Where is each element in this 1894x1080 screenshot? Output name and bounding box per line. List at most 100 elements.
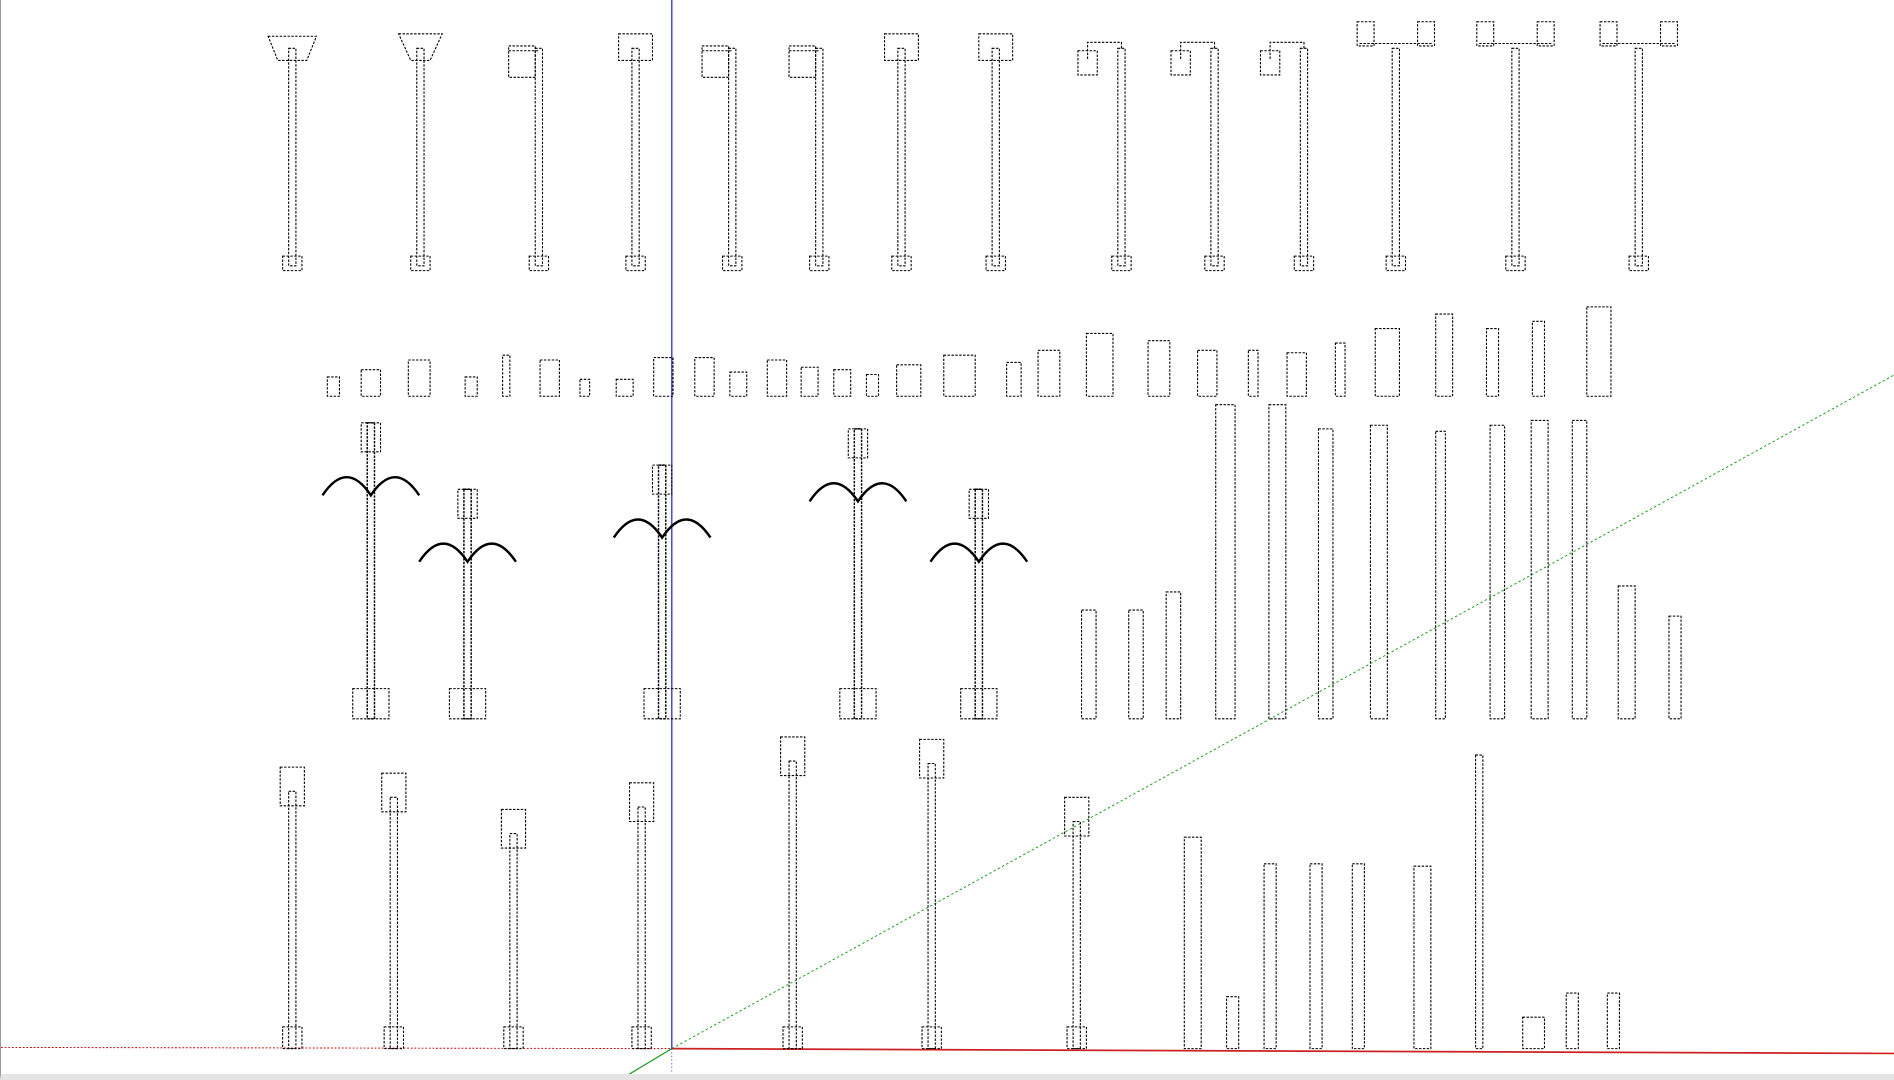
garden-light[interactable] [464, 376, 478, 397]
garden-light[interactable] [896, 364, 922, 397]
light-body [539, 359, 560, 397]
garden-light[interactable] [653, 357, 674, 397]
light-column[interactable] [1215, 404, 1236, 720]
column-body [1317, 428, 1334, 720]
garden-light[interactable] [407, 359, 431, 397]
street-lamp-post[interactable] [279, 766, 305, 1050]
light-column[interactable] [1226, 996, 1240, 1050]
light-column[interactable] [1317, 428, 1334, 720]
lamp-head [500, 808, 527, 849]
light-column[interactable] [1183, 836, 1202, 1050]
light-body [1531, 320, 1546, 397]
garden-light[interactable] [943, 354, 976, 397]
scroll-arm [321, 476, 421, 498]
light-body [1147, 340, 1171, 397]
street-lamp-post[interactable] [1259, 41, 1315, 272]
light-column[interactable] [1617, 585, 1636, 720]
light-column[interactable] [1668, 615, 1682, 720]
garden-light[interactable] [1485, 328, 1500, 397]
street-lamp-post[interactable] [1356, 21, 1436, 272]
street-lamp-post[interactable] [701, 45, 743, 272]
pole [1210, 47, 1219, 267]
lamp-head [1417, 21, 1436, 47]
ornamental-lamp[interactable] [612, 464, 712, 720]
street-lamp-post[interactable] [978, 33, 1014, 272]
light-column[interactable] [1571, 419, 1588, 720]
street-lamp-post[interactable] [788, 45, 830, 272]
garden-light[interactable] [865, 373, 880, 397]
light-column[interactable] [1165, 591, 1182, 720]
garden-light[interactable] [539, 359, 560, 397]
light-body [1286, 352, 1307, 397]
garden-light[interactable] [615, 378, 634, 397]
garden-light[interactable] [1435, 313, 1454, 397]
pole [1072, 820, 1081, 1050]
light-column[interactable] [1351, 863, 1365, 1050]
light-column[interactable] [1435, 430, 1446, 720]
garden-light[interactable] [1006, 361, 1022, 397]
garden-light[interactable] [1334, 342, 1346, 397]
garden-light[interactable] [729, 371, 748, 397]
garden-light[interactable] [1531, 320, 1546, 397]
ornamental-lamp[interactable] [808, 428, 908, 720]
street-lamp-post[interactable] [500, 808, 527, 1050]
street-lamp-post[interactable] [381, 772, 407, 1050]
light-column[interactable] [1475, 754, 1484, 1050]
light-body [464, 376, 478, 397]
street-lamp-post[interactable] [1064, 796, 1090, 1050]
street-lamp-post[interactable] [628, 782, 655, 1050]
light-body [1374, 328, 1400, 397]
street-lamp-post[interactable] [1077, 41, 1132, 272]
garden-light[interactable] [326, 376, 340, 397]
garden-light[interactable] [694, 357, 715, 397]
garden-light[interactable] [502, 354, 511, 397]
street-lamp-post[interactable] [618, 33, 654, 272]
ornamental-lamp[interactable] [418, 488, 517, 720]
street-lamp-post[interactable] [508, 45, 550, 272]
garden-light[interactable] [1586, 306, 1612, 397]
light-column[interactable] [1489, 424, 1506, 720]
light-body [1334, 342, 1346, 397]
light-column[interactable] [1081, 609, 1097, 720]
light-column[interactable] [1565, 992, 1579, 1050]
lantern [651, 464, 673, 495]
street-lamp-post[interactable] [780, 736, 806, 1050]
street-lamp-post[interactable] [267, 35, 318, 272]
garden-light[interactable] [800, 366, 819, 397]
light-column[interactable] [1128, 609, 1144, 720]
garden-light[interactable] [360, 369, 382, 397]
light-column[interactable] [1263, 863, 1277, 1050]
light-column[interactable] [1606, 992, 1620, 1050]
garden-light[interactable] [1037, 349, 1061, 397]
garden-light[interactable] [833, 369, 852, 397]
garden-light[interactable] [579, 378, 591, 397]
garden-light[interactable] [1147, 340, 1171, 397]
garden-light[interactable] [1085, 332, 1114, 397]
light-column[interactable] [1522, 1016, 1546, 1050]
garden-light[interactable] [1197, 349, 1218, 397]
street-lamp-post[interactable] [1599, 21, 1678, 272]
light-column[interactable] [1530, 419, 1549, 720]
ornamental-lamp[interactable] [929, 488, 1029, 720]
light-column[interactable] [1268, 404, 1287, 720]
light-column[interactable] [1413, 865, 1432, 1050]
pole [288, 790, 297, 1050]
street-lamp-post[interactable] [397, 33, 444, 272]
street-lamp-post[interactable] [919, 738, 945, 1050]
light-column[interactable] [1309, 863, 1323, 1050]
garden-light[interactable] [1286, 352, 1307, 397]
lantern [847, 428, 869, 459]
street-lamp-post[interactable] [1170, 41, 1225, 272]
lamp-models[interactable] [267, 21, 1682, 1050]
garden-light[interactable] [766, 359, 788, 397]
garden-light[interactable] [1247, 349, 1259, 397]
light-body [766, 359, 788, 397]
ornamental-lamp[interactable] [321, 422, 421, 720]
street-lamp-post[interactable] [1476, 21, 1555, 272]
pole-base [528, 255, 550, 272]
light-column[interactable] [1369, 424, 1388, 720]
garden-light[interactable] [1374, 328, 1400, 397]
street-lamp-post[interactable] [884, 33, 919, 272]
